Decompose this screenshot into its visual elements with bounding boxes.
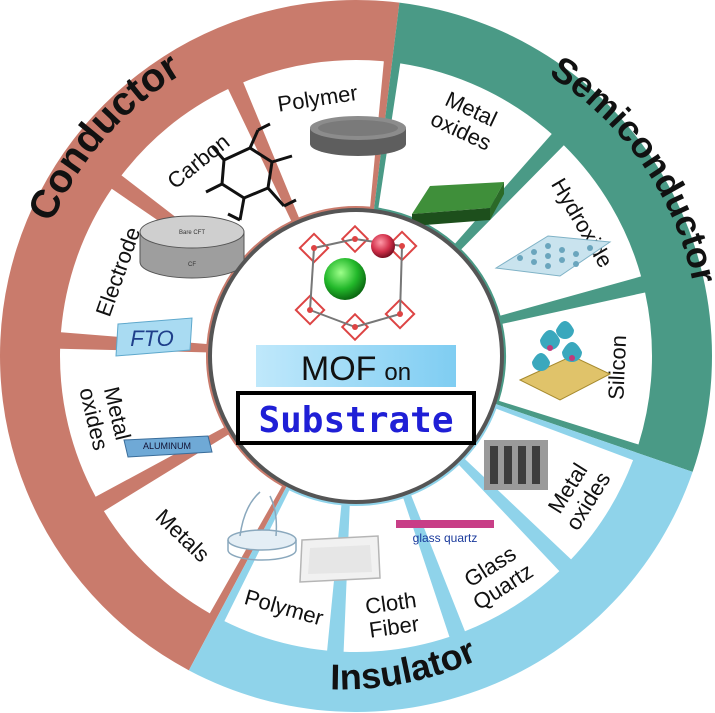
substrate-pictures: ALUMINUM FTO Bare CFT CF — [115, 116, 612, 583]
segment-cell — [461, 145, 642, 316]
segment-cell — [60, 348, 225, 497]
mof-framework-icon — [294, 224, 418, 342]
segment-label: ClothFiber — [364, 587, 422, 643]
glass-quartz-icon: glass quartz — [396, 520, 494, 545]
segment-cell — [121, 89, 292, 265]
silicon-droplets-icon — [518, 321, 612, 401]
segment-cell — [411, 464, 560, 632]
fto-glass-icon: FTO — [115, 317, 193, 357]
glass-quartz-label: glass quartz — [413, 531, 478, 545]
electrode-cylinder-icon: Bare CFT CF — [139, 215, 245, 279]
aluminum-plate-icon: ALUMINUM — [123, 435, 213, 458]
mof-title-suffix: on — [384, 359, 411, 386]
fto-label: FTO — [130, 326, 174, 351]
substrate-label: Substrate — [258, 400, 453, 441]
segment-cell — [378, 63, 552, 244]
mof-title: MOF on — [301, 350, 411, 388]
segment-cell — [224, 490, 342, 651]
polymer-dish-icon — [227, 491, 297, 561]
metal-oxide-block-icon — [412, 182, 504, 226]
segment-cell — [103, 434, 282, 614]
mof-title-box — [256, 345, 456, 387]
center-panel: MOF on Substrate — [208, 208, 504, 504]
electrode-top-label: Bare CFT — [179, 230, 205, 236]
carbon-lattice-icon — [205, 122, 297, 222]
mof-title-main: MOF — [301, 350, 377, 388]
aluminum-plate-label: ALUMINUM — [143, 441, 191, 451]
hydroxide-plate-icon — [494, 235, 612, 277]
segment-label: Silicon — [603, 334, 631, 400]
polymer-disc-icon — [310, 116, 406, 156]
cloth-fiber-icon — [299, 535, 381, 583]
metal-oxide-honeycomb-icon — [484, 440, 548, 490]
electrode-bottom-label: CF — [188, 262, 196, 268]
substrate-box — [236, 391, 476, 445]
